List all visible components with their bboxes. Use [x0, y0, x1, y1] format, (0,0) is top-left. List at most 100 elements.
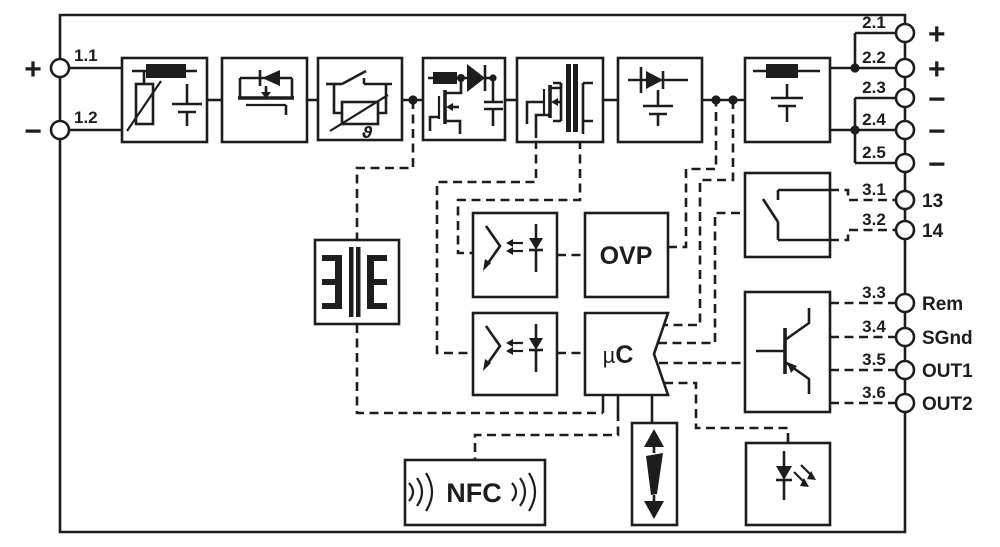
- nfc-waves-right-icon: [511, 472, 537, 512]
- inductor-icon: [753, 64, 820, 78]
- nfc-label: NFC: [446, 478, 502, 508]
- terminal-label: 3.5: [862, 350, 886, 369]
- boost-pfc-block: [421, 56, 507, 142]
- capacitor-icon: [643, 90, 673, 126]
- optocoupler-icon: [483, 324, 543, 372]
- polarity-sign: +: [24, 53, 42, 86]
- mcu-sense-link: [664, 100, 735, 327]
- transformer-core-icon: [322, 247, 387, 317]
- terminal-2-2: [894, 57, 916, 79]
- terminal-name: 14: [922, 221, 944, 242]
- terminal-label: 2.2: [862, 48, 886, 67]
- enclosure-outline: [58, 13, 907, 534]
- led-indicator-block: [744, 441, 832, 527]
- terminal-3-1: [894, 189, 916, 211]
- terminal-name: SGnd: [922, 328, 973, 349]
- terminal-label: 3.2: [862, 210, 886, 229]
- transformer-to-mcu-link: [355, 324, 603, 415]
- terminal-name: OUT2: [922, 394, 973, 415]
- varistor-icon: [126, 71, 162, 132]
- terminal-2-1: [894, 22, 916, 44]
- power-wires: [60, 31, 897, 165]
- flyback-to-opto2-link: [435, 140, 538, 355]
- polarity-sign: +: [928, 18, 946, 51]
- output-rectifier-block: [616, 56, 704, 144]
- terminal-name: 13: [922, 191, 943, 212]
- terminal-2-4: [894, 119, 916, 141]
- terminal-label: 3.6: [862, 383, 886, 402]
- relay-contact-icon: [761, 188, 830, 242]
- transistor-icon: [756, 308, 811, 394]
- ovp-block: OVP: [583, 211, 670, 299]
- mosfet-icon: [428, 78, 463, 134]
- flyback-converter-block: [515, 56, 605, 144]
- mcu-to-led-link: [664, 381, 790, 443]
- terminals: [49, 22, 916, 414]
- input-protection-block: [120, 56, 209, 144]
- up-down-arrow-icon: [644, 429, 664, 519]
- diode-icon: [628, 67, 688, 93]
- optocoupler-1-block: [471, 211, 559, 299]
- adjustment-block: [630, 421, 679, 527]
- terminal-label: 1.2: [74, 108, 98, 127]
- terminal-1-2: [49, 119, 71, 141]
- terminal-name: Rem: [922, 294, 963, 315]
- terminal-2-5: [894, 152, 916, 174]
- terminal-label: 1.1: [74, 46, 98, 65]
- control-wires: [355, 100, 896, 460]
- relay-to-14-link: [830, 228, 896, 242]
- signal-transformer-block: [313, 238, 401, 326]
- terminal-name: OUT1: [922, 361, 973, 382]
- theta-symbol: ϑ: [362, 123, 373, 142]
- mcu-block: µC: [583, 311, 670, 397]
- relay-block: [743, 171, 832, 259]
- capacitor-icon: [172, 84, 202, 126]
- terminal-label: 3.4: [862, 317, 886, 336]
- flyback-to-opto1-link: [456, 140, 582, 255]
- input-mosfet-block: [220, 56, 309, 144]
- nfc-block: NFC: [403, 458, 547, 527]
- terminal-label: 2.4: [862, 110, 886, 129]
- terminal-label: 2.3: [862, 78, 886, 97]
- terminal-2-3: [894, 87, 916, 109]
- mcu-label: µC: [603, 341, 634, 369]
- led-icon: [776, 451, 816, 500]
- output-filter-block: [743, 56, 832, 144]
- junction-dots: [408, 63, 860, 135]
- terminal-label: 2.1: [862, 13, 886, 32]
- polarity-sign: −: [928, 83, 946, 116]
- labels: 1.1 1.2 + − 2.1 2.2 2.3 2.4 2.5 + + − − …: [24, 13, 973, 415]
- relay-to-13-link: [830, 188, 896, 202]
- ovp-label: OVP: [600, 242, 653, 270]
- transformer-icon: [553, 64, 593, 134]
- terminal-3-4: [894, 326, 916, 348]
- terminal-1-1: [49, 57, 71, 79]
- terminal-3-5: [894, 359, 916, 381]
- capacitor-icon: [771, 84, 803, 122]
- polarity-sign: −: [928, 148, 946, 181]
- pfc-to-transformer-link: [355, 100, 415, 240]
- diode-icon: [240, 70, 292, 86]
- thermistor-icon: ϑ: [329, 84, 389, 142]
- terminal-3-6: [894, 392, 916, 414]
- terminal-3-3: [894, 292, 916, 314]
- nfc-waves-left-icon: [408, 472, 434, 512]
- ovp-sense-link: [668, 100, 718, 249]
- inrush-limiter-block: ϑ: [316, 56, 404, 142]
- terminal-3-2: [894, 219, 916, 241]
- capacitor-icon: [484, 78, 503, 126]
- mosfet-icon: [238, 78, 294, 115]
- optocoupler-2-block: [471, 311, 559, 397]
- mcu-to-nfc-link: [473, 412, 620, 460]
- transistor-block: [743, 290, 832, 414]
- terminal-label: 2.5: [862, 143, 886, 162]
- optocoupler-icon: [483, 224, 543, 272]
- polarity-sign: −: [24, 115, 42, 148]
- mcu-to-relay-link: [658, 211, 745, 345]
- terminal-label: 3.3: [862, 283, 886, 302]
- inductor-icon: [433, 72, 457, 84]
- terminal-label: 3.1: [862, 180, 886, 199]
- polarity-sign: −: [928, 115, 946, 148]
